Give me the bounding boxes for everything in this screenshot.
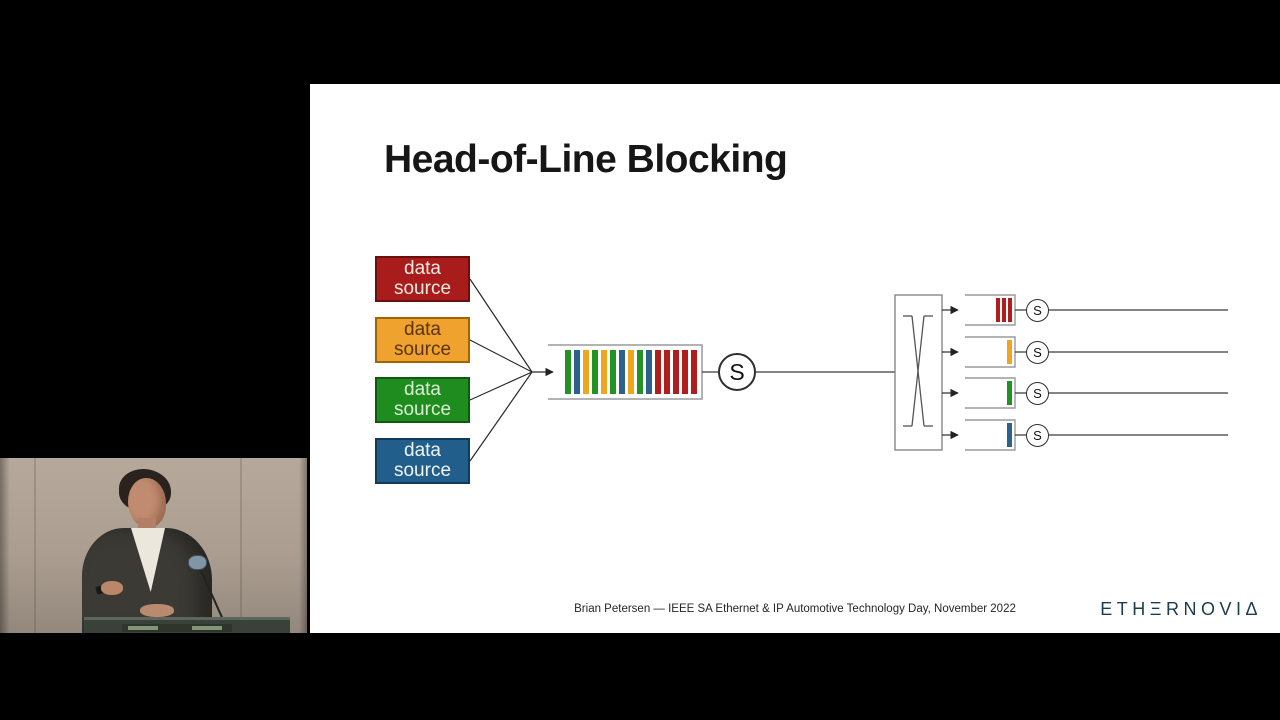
packet-stripe-red (673, 350, 679, 394)
source-label: source (393, 278, 452, 299)
wall-seam (34, 458, 36, 633)
output-scheduler-circle-2: S (1026, 340, 1049, 364)
scheduler-circle: S (718, 353, 756, 391)
fan-in-lines (469, 278, 554, 462)
packet-stripe-red (996, 298, 1000, 322)
source-label: source (393, 460, 452, 481)
packet-stripe-orange (628, 350, 634, 394)
crossbar-switch (894, 294, 943, 451)
packet-stripe-green (610, 350, 616, 394)
podium (84, 617, 290, 633)
video-edge-shadow (299, 458, 307, 633)
output-scheduler-circle-3: S (1026, 381, 1049, 405)
packet-stripe-blue (1007, 423, 1012, 447)
packet-stripe-green (1007, 381, 1012, 405)
packet-stripe-red (1008, 298, 1012, 322)
packet-stripe-red (1002, 298, 1006, 322)
microphone-icon (188, 555, 207, 570)
speaker-hands (140, 604, 174, 617)
scheduler-label: S (1033, 427, 1042, 443)
packet-stripe-green (592, 350, 598, 394)
packet-stripe-red (691, 350, 697, 394)
source-label: source (393, 339, 452, 360)
packet-stripe-orange (601, 350, 607, 394)
scheduler-label: S (729, 358, 745, 385)
packet-stripe-blue (619, 350, 625, 394)
packet-stripe-green (637, 350, 643, 394)
packet-stripe-orange (1007, 340, 1012, 364)
source-label: data (404, 319, 441, 340)
podium-panel (122, 624, 232, 632)
presentation-slide: Head-of-Line Blocking (310, 84, 1280, 633)
speaker-hand (101, 581, 123, 595)
packet-stripe-red (664, 350, 670, 394)
speaker-video (0, 458, 307, 633)
input-queue-stripes (565, 350, 697, 394)
packet-stripe-orange (583, 350, 589, 394)
packet-stripe-blue (646, 350, 652, 394)
slide-title: Head-of-Line Blocking (384, 138, 788, 181)
egress-lines (1015, 309, 1228, 436)
podium-label (192, 626, 222, 630)
scheduler-label: S (1033, 302, 1042, 318)
output-arrows (942, 305, 959, 440)
packet-stripe-blue (574, 350, 580, 394)
output-queue-stripes-1 (996, 298, 1012, 322)
output-queue-stripes-2 (1007, 340, 1012, 364)
crossbar-x-icon (903, 315, 933, 427)
slide-footer: Brian Petersen — IEEE SA Ethernet & IP A… (574, 603, 1016, 615)
ethernovia-logo: ETHΞRNOVIΔ (1100, 599, 1262, 619)
wall-seam (240, 458, 242, 633)
video-edge-shadow (0, 458, 10, 633)
output-scheduler-circle-4: S (1026, 423, 1049, 447)
source-label: source (393, 399, 452, 420)
packet-stripe-red (655, 350, 661, 394)
packet-stripe-red (682, 350, 688, 394)
podium-label (128, 626, 158, 630)
output-queue-stripes-4 (1007, 423, 1012, 447)
packet-stripe-green (565, 350, 571, 394)
output-queue-stripes-3 (1007, 381, 1012, 405)
source-label: data (404, 258, 441, 279)
scheduler-label: S (1033, 385, 1042, 401)
scheduler-label: S (1033, 344, 1042, 360)
output-scheduler-circle-1: S (1026, 298, 1049, 322)
source-label: data (404, 440, 441, 461)
source-label: data (404, 379, 441, 400)
